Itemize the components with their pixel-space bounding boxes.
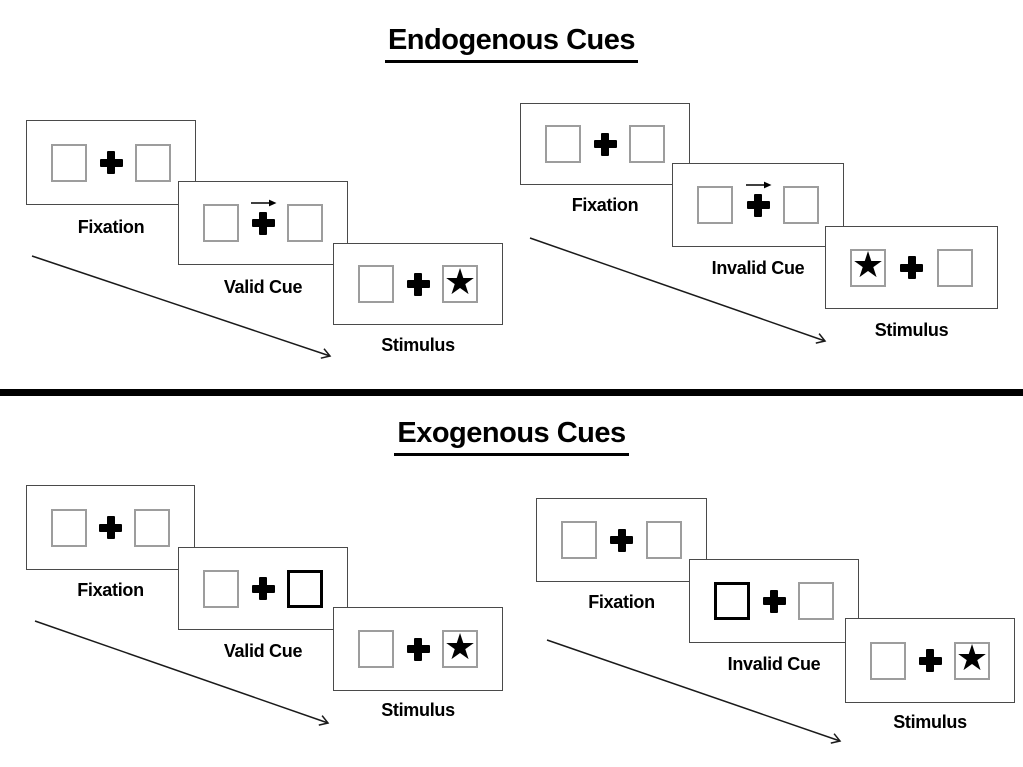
cue-arrow-icon <box>250 199 276 206</box>
right-placeholder-box <box>646 521 682 559</box>
left-placeholder-box <box>51 508 87 547</box>
section-divider <box>0 389 1023 396</box>
left-placeholder-box <box>358 630 394 668</box>
exo-invalid-stimulus-panel: ★ <box>845 618 1015 703</box>
exo-valid-fixation-panel <box>26 485 195 570</box>
endo-invalid-fixation-label: Fixation <box>571 195 639 215</box>
right-placeholder-box <box>134 508 170 547</box>
fixation-cross-icon <box>406 637 430 661</box>
exo-valid-cue-panel <box>178 547 348 630</box>
right-placeholder-box <box>135 143 171 182</box>
fixation-cross-icon <box>746 193 770 217</box>
endo-valid-stimulus-label: Stimulus <box>381 335 455 355</box>
fixation-cross-icon <box>593 132 617 156</box>
exo-valid-fixation-label: Fixation <box>77 580 144 600</box>
endo-invalid-stimulus-panel: ★ <box>825 226 998 309</box>
time-arrow-exo-valid <box>34 620 330 726</box>
exo-invalid-cue-panel <box>689 559 859 643</box>
target-box-left: ★ <box>850 245 886 287</box>
right-placeholder-box <box>287 204 323 242</box>
endo-valid-cue-label: Valid Cue <box>223 277 303 297</box>
exogenous-title: Exogenous Cues <box>0 417 1023 456</box>
left-placeholder-box <box>203 204 239 242</box>
target-box-right: ★ <box>442 626 478 668</box>
fixation-cross-icon <box>610 528 633 552</box>
star-icon: ★ <box>851 245 885 286</box>
fixation-cross-icon <box>99 151 123 174</box>
exo-invalid-cue-label: Invalid Cue <box>727 654 821 674</box>
right-placeholder-box <box>629 125 665 163</box>
exo-valid-stimulus-panel: ★ <box>333 607 503 691</box>
left-placeholder-box <box>358 265 394 303</box>
endogenous-title: Endogenous Cues <box>0 24 1023 63</box>
right-placeholder-box <box>798 582 834 620</box>
endo-valid-fixation-label: Fixation <box>77 217 145 237</box>
exo-invalid-fixation-label: Fixation <box>588 592 655 612</box>
fixation-cross-icon <box>251 211 275 235</box>
left-placeholder-box <box>697 186 733 224</box>
star-icon: ★ <box>443 626 477 668</box>
fixation-cross-icon <box>762 589 786 613</box>
fixation-cross-icon <box>900 256 923 279</box>
left-placeholder-box <box>51 143 87 182</box>
left-placeholder-box <box>870 641 906 680</box>
endo-valid-cue-panel <box>178 181 348 265</box>
right-placeholder-box <box>783 186 819 224</box>
star-icon: ★ <box>955 638 989 679</box>
left-placeholder-box <box>561 521 597 559</box>
endo-invalid-cue-panel <box>672 163 844 247</box>
exogenous-cue-box-right <box>287 569 323 608</box>
left-placeholder-box <box>545 125 581 163</box>
fixation-cross-icon <box>406 272 430 296</box>
cue-arrow-icon <box>745 181 771 188</box>
endogenous-title-text: Endogenous Cues <box>384 24 639 63</box>
left-placeholder-box <box>203 569 239 608</box>
endo-valid-stimulus-panel: ★ <box>333 243 503 325</box>
fixation-cross-icon <box>918 649 942 672</box>
fixation-cross-with-cue <box>250 199 276 235</box>
exo-valid-stimulus-label: Stimulus <box>381 700 455 720</box>
right-placeholder-box <box>937 248 973 287</box>
fixation-cross-icon <box>251 577 275 600</box>
fixation-cross-icon <box>99 516 122 539</box>
endo-valid-fixation-panel <box>26 120 196 205</box>
exogenous-title-text: Exogenous Cues <box>394 417 629 456</box>
star-icon: ★ <box>443 261 477 303</box>
target-box-right: ★ <box>442 261 478 303</box>
endo-invalid-fixation-panel <box>520 103 690 185</box>
exo-valid-cue-label: Valid Cue <box>223 641 303 661</box>
exogenous-cue-box-left <box>714 582 750 620</box>
target-box-right: ★ <box>954 638 990 680</box>
endo-invalid-cue-label: Invalid Cue <box>711 258 805 278</box>
exo-invalid-stimulus-label: Stimulus <box>893 712 967 732</box>
time-arrow-endo-invalid <box>529 237 827 344</box>
fixation-cross-with-cue <box>745 181 771 217</box>
exo-invalid-fixation-panel <box>536 498 707 582</box>
endo-invalid-stimulus-label: Stimulus <box>874 320 949 340</box>
time-arrow-endo-valid <box>31 255 332 359</box>
